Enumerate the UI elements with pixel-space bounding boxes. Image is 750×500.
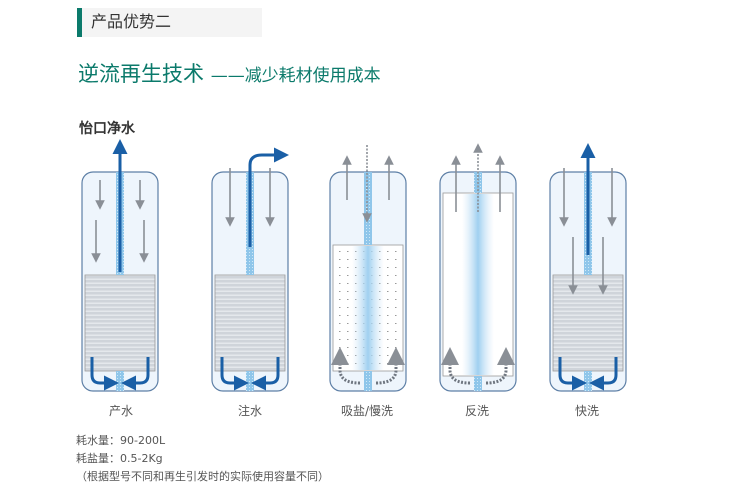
riser-pipe [364, 172, 372, 245]
arrow-curve-in [121, 357, 150, 391]
arrow-curve-in [220, 357, 249, 391]
tank-service [81, 139, 159, 392]
flow-glow [462, 194, 494, 375]
headline: 逆流再生技术 ——减少耗材使用成本 [78, 58, 381, 88]
arrow-curve-in [90, 357, 119, 391]
section-header [77, 8, 262, 37]
stage-label-backwash: 反洗 [464, 404, 489, 418]
remark: （根据型号不同和再生引发时的实际使用容量不同） [76, 470, 329, 483]
arrow-curve-up [375, 347, 405, 385]
bottom-pipe [584, 371, 592, 391]
tank-rinse [549, 143, 627, 392]
bottom-pipe [246, 371, 254, 391]
bottom-pipe [474, 376, 482, 391]
brand-label: 怡口净水 [79, 121, 135, 137]
water-consumption: 耗水量：90-200L [76, 434, 166, 447]
tank-backwash [439, 143, 517, 392]
section-accent-bar [77, 8, 82, 37]
stage-label-fill: 注水 [237, 404, 262, 418]
bottom-pipe [116, 371, 124, 391]
stage-label-brine: 吸盐/慢洗 [340, 404, 394, 418]
bottom-pipe [364, 371, 372, 391]
arrow-out-blue [248, 147, 289, 247]
flow-glow [352, 246, 384, 370]
arrow-curve-in [558, 357, 587, 391]
resin-bed [84, 274, 156, 372]
headline-sub: ——减少耗材使用成本 [210, 66, 381, 86]
resin-bed [214, 274, 286, 372]
tank-brine [329, 145, 407, 392]
arrow-curve-in [251, 357, 280, 391]
headline-main: 逆流再生技术 [78, 62, 211, 86]
resin-bed [552, 274, 624, 372]
arrow-curve-up [331, 347, 361, 385]
arrow-curve-up [441, 347, 471, 385]
stage-label-service: 产水 [108, 404, 133, 418]
tank-fill [211, 147, 289, 392]
section-title: 产品优势二 [91, 12, 172, 31]
arrow-curve-in [589, 357, 618, 391]
stage-label-rinse: 快洗 [574, 404, 599, 418]
salt-consumption: 耗盐量：0.5-2Kg [76, 452, 163, 465]
consumption-notes: 耗水量：90-200L 耗盐量：0.5-2Kg （根据型号不同和再生引发时的实际… [76, 432, 329, 486]
arrow-curve-up [485, 347, 515, 385]
